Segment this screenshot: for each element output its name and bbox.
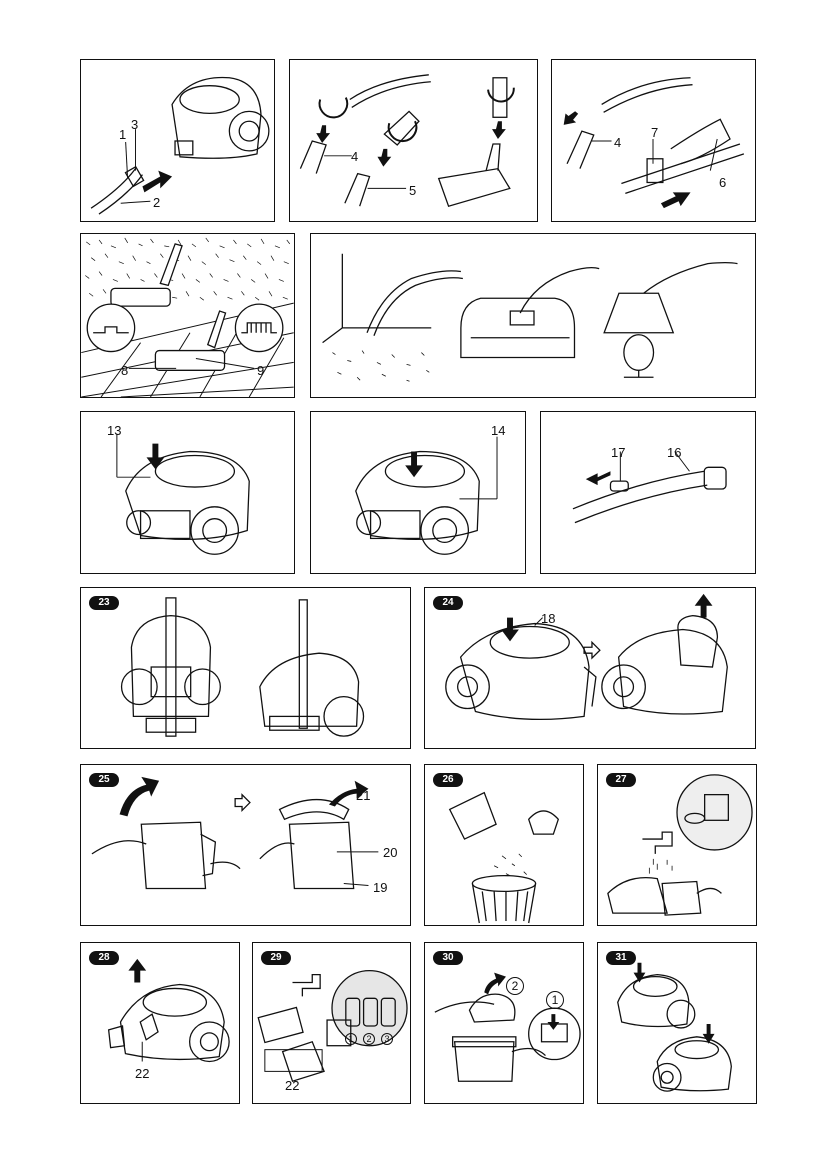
step-panel-24: 24 18 (424, 587, 756, 749)
close-container-illustration (598, 943, 756, 1103)
step-panel-23: 23 (80, 587, 411, 749)
callout-16: 16 (667, 446, 681, 459)
step-panel-26: 26 (424, 764, 584, 926)
figure-panel-6: 13 (80, 411, 295, 574)
step-panel-27: 27 (597, 764, 757, 926)
callout-13: 13 (107, 424, 121, 437)
callout-7: 7 (651, 126, 658, 139)
figure-panel-1: 1 3 2 (80, 59, 275, 222)
callout-14: 14 (491, 424, 505, 437)
callout-3: 3 (131, 118, 138, 131)
figure-panel-5 (310, 233, 756, 398)
figure-panel-4: 8 9 (80, 233, 295, 398)
callout-22: 22 (285, 1079, 299, 1092)
callout-22: 22 (135, 1067, 149, 1080)
reinsert-filter-illustration (425, 943, 583, 1103)
callout-19: 19 (373, 881, 387, 894)
callout-20: 20 (383, 846, 397, 859)
step-panel-31: 31 (597, 942, 757, 1104)
figure-panel-8: 17 16 (540, 411, 756, 574)
callout-18: 18 (541, 612, 555, 625)
vacuum-with-hose-illustration (81, 60, 274, 221)
sub-step-2-marker: 2 (363, 1033, 375, 1045)
step-panel-25: 25 21 20 19 (80, 764, 411, 926)
rinse-filter-illustration (598, 765, 756, 925)
figure-panel-2: 4 5 (289, 59, 538, 222)
callout-5: 5 (409, 184, 416, 197)
sub-step-1-marker: 1 (345, 1033, 357, 1045)
callout-17: 17 (611, 446, 625, 459)
figure-panel-3: 4 7 6 (551, 59, 756, 222)
remove-filter-illustration (81, 943, 239, 1103)
callout-4: 4 (614, 136, 621, 149)
sub-step-1-marker: 1 (546, 991, 564, 1009)
empty-dust-illustration (425, 765, 583, 925)
wash-filter-illustration (253, 943, 410, 1103)
hose-slider-illustration (541, 412, 755, 573)
step-panel-28: 28 22 (80, 942, 240, 1104)
callout-4: 4 (351, 150, 358, 163)
callout-8: 8 (121, 364, 128, 377)
sub-step-2-marker: 2 (506, 977, 524, 995)
usage-scenarios-illustration (311, 234, 755, 397)
hose-handle-illustration (552, 60, 755, 221)
sub-step-3-marker: 3 (381, 1033, 393, 1045)
callout-9: 9 (257, 364, 264, 377)
step-panel-30: 30 2 1 (424, 942, 584, 1104)
step-panel-29: 29 1 2 3 22 (252, 942, 411, 1104)
vacuum-parking-illustration (81, 588, 410, 748)
dust-container-release-illustration (425, 588, 755, 748)
figure-panel-7: 14 (310, 411, 526, 574)
callout-2: 2 (153, 196, 160, 209)
callout-21: 21 (356, 789, 370, 802)
callout-6: 6 (719, 176, 726, 189)
callout-1: 1 (119, 128, 126, 141)
